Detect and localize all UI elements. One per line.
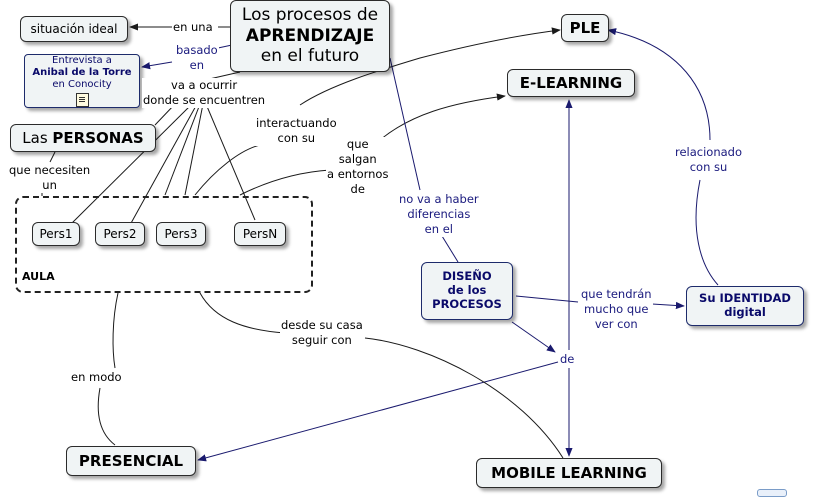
main-line3: en el futuro <box>260 46 360 67</box>
entrevista-line2: Anibal de la Torre <box>32 67 132 78</box>
link-label-desde-su-casa: desde su casa seguir con <box>280 318 364 348</box>
link-persn-salgan <box>239 169 331 196</box>
persn-node[interactable]: PersN <box>234 222 286 246</box>
link-label-en-modo: en modo <box>70 370 123 385</box>
presencial-label: PRESENCIAL <box>78 452 184 470</box>
situacion-ideal-node[interactable]: situación ideal <box>20 16 128 42</box>
mobile-learning-node[interactable]: MOBILE LEARNING <box>476 458 662 488</box>
mobile-learning-label: MOBILE LEARNING <box>491 464 647 482</box>
nova-line1: no va a haber <box>399 192 479 206</box>
aula-label: AULA <box>22 270 55 283</box>
identidad-line2: digital <box>724 305 766 319</box>
link-nova-diseno <box>441 235 459 263</box>
link-aula-desde <box>199 292 286 334</box>
main-line1: Los procesos de <box>241 5 379 26</box>
interactuando-line1: interactuando <box>256 116 337 130</box>
link-label-no-va-a-haber: no va a haber diferencias en el <box>398 192 480 237</box>
pers2-node[interactable]: Pers2 <box>95 222 145 246</box>
link-label-interactuando: interactuando con su <box>255 116 338 146</box>
aula-container <box>15 196 313 293</box>
pers1-label: Pers1 <box>39 226 73 241</box>
scroll-handle[interactable] <box>757 489 787 497</box>
personas-node[interactable]: Las PERSONAS <box>10 124 156 152</box>
tendran-line2: mucho que <box>584 301 649 316</box>
basado-line2: en <box>189 57 205 72</box>
link-aula-enmodo <box>112 292 119 369</box>
link-label-en-una: en una <box>172 20 214 35</box>
diseno-line2: de los <box>447 283 487 298</box>
pers2-label: Pers2 <box>103 226 137 241</box>
necesiten-line2: un <box>42 177 57 192</box>
link-label-de: de <box>559 352 576 367</box>
link-main-basado <box>217 44 233 49</box>
link-ocurrir-pers2 <box>129 103 198 226</box>
link-label-que-necesiten: que necesiten un <box>8 163 92 193</box>
link-ocurrir-pers3b <box>184 103 204 196</box>
link-ocurrir-pers3 <box>164 103 201 196</box>
ocurrir-line2: donde se encuentren <box>143 92 266 107</box>
elearning-label: E-LEARNING <box>519 74 623 92</box>
ple-node[interactable]: PLE <box>561 14 609 42</box>
link-label-relacionado: relacionado con su <box>674 145 744 175</box>
diseno-procesos-node[interactable]: DISEÑO de los PROCESOS <box>421 262 513 320</box>
link-de-presencial <box>197 361 559 462</box>
link-identidad-relacionado <box>695 179 719 286</box>
link-persn-interactuando <box>194 144 261 196</box>
link-relacionado-ple <box>607 28 711 141</box>
main-concept-node[interactable]: Los procesos de APRENDIZAJE en el futuro <box>230 0 390 72</box>
link-label-que-tendran: que tendrán mucho que ver con <box>580 287 653 332</box>
personas-bold: PERSONAS <box>52 129 144 147</box>
link-salgan-elearning <box>379 93 506 141</box>
interactuando-line2: con su <box>277 130 316 145</box>
link-label-basado-en: basado en <box>175 43 219 73</box>
tendran-line1: que tendrán <box>581 287 652 301</box>
link-interactuando-ple <box>299 27 561 106</box>
salgan-line4: de <box>350 181 365 196</box>
identidad-digital-node[interactable]: Su IDENTIDAD digital <box>686 286 804 326</box>
tendran-line3: ver con <box>594 316 638 331</box>
link-basado-entrevista <box>141 61 173 70</box>
salgan-line1: que <box>346 137 369 151</box>
diseno-line1: DISEÑO <box>442 269 492 284</box>
link-diseno-tendran <box>515 295 579 303</box>
link-main-nova <box>389 57 421 191</box>
pers3-label: Pers3 <box>164 226 198 241</box>
elearning-node[interactable]: E-LEARNING <box>507 69 635 97</box>
personas-prefix: Las <box>22 129 53 147</box>
identidad-line1: Su IDENTIDAD <box>699 291 791 306</box>
link-label-que-salgan: que salgan a entornos de <box>326 137 390 197</box>
entrevista-line3: en Conocity <box>52 79 112 90</box>
entrevista-node[interactable]: Entrevista a Anibal de la Torre en Conoc… <box>24 54 140 108</box>
link-diseno-de <box>511 321 556 353</box>
link-tendran-identidad <box>651 301 685 310</box>
link-personas-necesiten <box>49 151 56 163</box>
relacionado-line1: relacionado <box>675 145 743 159</box>
pers1-node[interactable]: Pers1 <box>32 222 80 246</box>
main-line2: APRENDIZAJE <box>245 25 375 46</box>
diseno-line3: PROCESOS <box>432 296 502 311</box>
desde-line2: seguir con <box>291 332 352 347</box>
ocurrir-line1: va a ocurrir <box>171 78 238 92</box>
entrevista-line1: Entrevista a <box>52 55 112 66</box>
necesiten-line1: que necesiten <box>9 163 91 177</box>
salgan-line2: salgan <box>338 151 377 166</box>
link-desde-mobile <box>364 337 564 459</box>
salgan-line3: a entornos <box>327 166 389 181</box>
relacionado-line2: con su <box>689 159 728 174</box>
nova-line2: diferencias <box>407 206 471 221</box>
situacion-ideal-label: situación ideal <box>30 21 118 36</box>
nova-line3: en el <box>424 221 453 236</box>
presencial-node[interactable]: PRESENCIAL <box>66 446 196 476</box>
pers3-node[interactable]: Pers3 <box>156 222 206 246</box>
link-ocurrir-pers1 <box>69 103 193 226</box>
desde-line1: desde su casa <box>281 318 363 332</box>
ple-label: PLE <box>569 19 601 37</box>
basado-line1: basado <box>176 43 218 57</box>
link-enmodo-presencial <box>97 387 116 446</box>
link-label-va-a-ocurrir: va a ocurrir donde se encuentren <box>142 78 267 108</box>
document-icon[interactable] <box>75 93 89 107</box>
persn-label: PersN <box>242 226 278 241</box>
link-ocurrir-persn <box>205 103 256 221</box>
